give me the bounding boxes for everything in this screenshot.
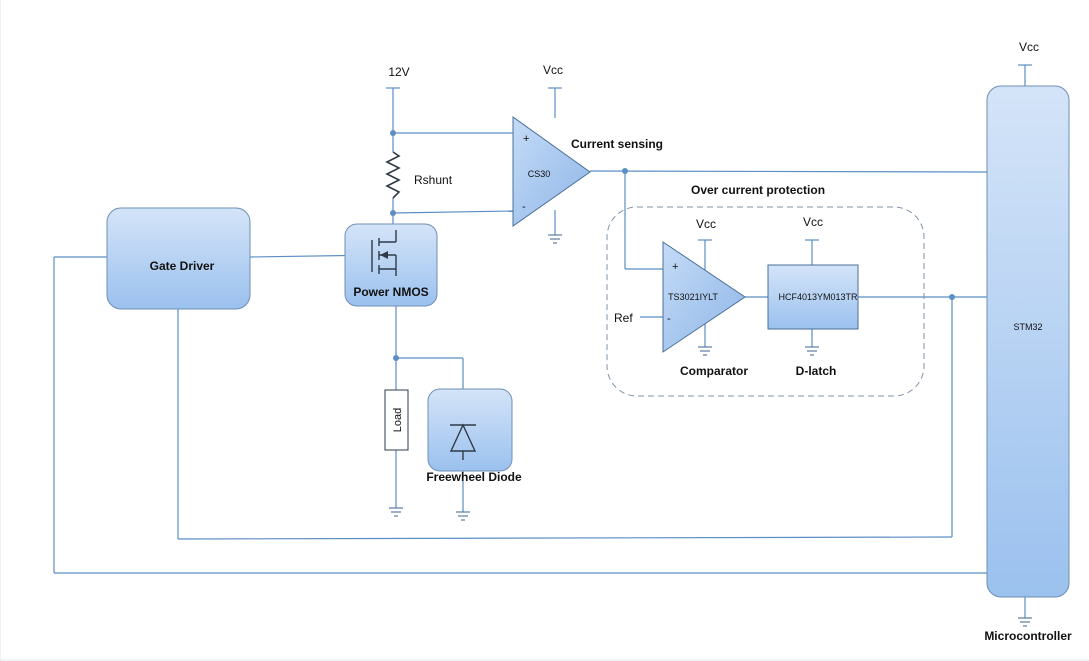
junctions [390,130,955,361]
diode-icon [449,423,477,460]
freewheel-diode-block[interactable] [427,388,513,472]
vcc-stm32-label: Vcc [1019,40,1039,54]
ground-icon [389,234,1032,627]
stm32-block[interactable] [986,85,1070,598]
dlatch-label: D-latch [796,364,837,378]
microcontroller-label: Microcontroller [984,629,1072,643]
vcc-dlatch-label: Vcc [803,215,823,229]
stm32-label: STM32 [1013,322,1042,332]
power-nmos-block[interactable] [344,223,438,307]
ts3021-label: TS3021IYLT [668,292,718,302]
gate-driver-block[interactable] [106,207,251,310]
hcf4013-label: HCF4013YM013TR [778,292,858,302]
cs30-opamp[interactable] [512,116,591,227]
vcc-comparator-label: Vcc [696,217,716,231]
freewheel-diode-label: Freewheel Diode [426,470,522,484]
comparator-plus-pin: + [672,261,678,273]
cs30-plus-pin: + [523,133,529,145]
mosfet-icon [371,230,397,276]
cs30-label: CS30 [528,169,551,179]
comparator-minus-pin: - [667,313,671,325]
over-current-protection-frame [606,206,925,397]
vcc-cs30-label: Vcc [543,63,563,77]
resistor-icon [385,151,401,199]
ref-label: Ref [614,311,633,325]
power-nmos-label: Power NMOS [353,285,428,299]
comparator-label: Comparator [680,364,748,378]
comparator-opamp[interactable] [662,241,746,353]
gate-driver-label: Gate Driver [150,259,215,273]
current-sensing-label: Current sensing [571,137,663,151]
load-block[interactable] [384,389,409,451]
d-latch-block[interactable] [767,264,859,330]
over-current-protection-label: Over current protection [691,183,825,197]
rshunt-label: Rshunt [414,173,453,187]
load-label: Load [392,408,404,432]
supply-12v-label: 12V [388,65,409,79]
cs30-minus-pin: - [522,201,526,213]
